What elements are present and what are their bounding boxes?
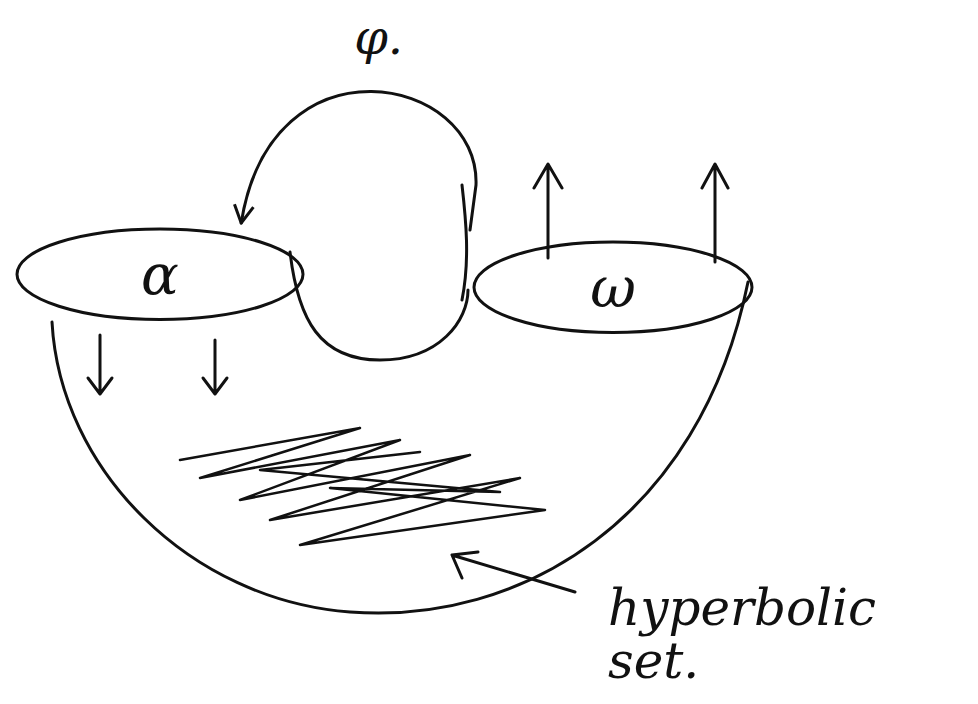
down-arrow	[203, 340, 227, 394]
annotation: hyperbolic set.	[605, 582, 956, 687]
ellipse-end: α	[15, 227, 305, 322]
map-label: φ.	[351, 12, 406, 62]
leader-arrow	[452, 552, 575, 592]
inner-curve	[290, 252, 468, 360]
up-arrow	[534, 164, 562, 258]
down-arrow	[88, 335, 112, 394]
hyperbolic-set-scribble	[180, 428, 545, 545]
ellipse-end: ω	[472, 240, 754, 335]
inner-curve-top	[462, 185, 467, 300]
up-arrow	[702, 164, 728, 262]
map-arrow	[234, 91, 476, 230]
end-label: α	[141, 242, 179, 307]
end-label: ω	[590, 255, 636, 320]
